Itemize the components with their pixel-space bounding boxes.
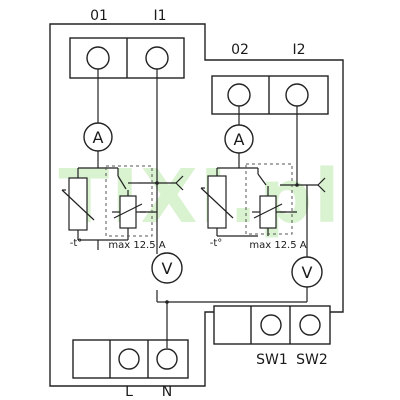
housing-outline: [49, 23, 344, 387]
relay-coil-1: [112, 195, 146, 229]
junction-dot-3: [295, 183, 299, 187]
terminal-label-02: 02: [231, 42, 249, 58]
junction-dot-1: [155, 181, 159, 185]
relay-enclosure-1: [105, 165, 153, 237]
voltmeter-2: [291, 256, 323, 288]
watermark: TIXI.pl: [58, 154, 341, 240]
voltmeter-1-label: V: [162, 259, 173, 278]
terminal-label-n: N: [162, 384, 172, 400]
terminal-screw-sw2: [299, 314, 321, 336]
relay-enclosure-2: [245, 163, 293, 235]
sensor-label-2: -t°: [210, 238, 223, 249]
terminal-block-top-left: [69, 37, 185, 79]
ammeter-1: [83, 122, 113, 152]
ammeter-1-label: A: [93, 128, 104, 147]
relay-label-1: max 12.5 A: [108, 240, 165, 251]
terminal-label-l: L: [125, 384, 133, 400]
sensor-label-1: -t°: [70, 238, 83, 249]
terminal-screw-sw1: [260, 314, 282, 336]
voltmeter-2-label: V: [302, 263, 313, 282]
relay-label-2: max 12.5 A: [249, 240, 306, 251]
relay-coil-2: [252, 195, 286, 229]
ammeter-2: [224, 124, 254, 154]
voltmeter-1: [151, 252, 183, 284]
terminal-screw-n: [156, 348, 178, 370]
thermistor-2: [200, 175, 234, 229]
terminal-label-i1: I1: [153, 8, 166, 24]
terminal-screw-i2: [285, 83, 309, 107]
ammeter-2-label: A: [234, 130, 245, 149]
channel-1-wiring: [77, 69, 307, 348]
junction-dot-2: [165, 300, 169, 304]
terminal-block-top-right: [211, 75, 329, 115]
terminal-label-01: 01: [90, 8, 108, 24]
terminal-block-bottom-left: [72, 339, 189, 379]
terminal-screw-02: [227, 83, 251, 107]
terminal-screw-01: [86, 46, 110, 70]
terminal-screw-i1: [145, 46, 169, 70]
terminal-label-sw1: SW1: [256, 352, 288, 368]
channel-2-wiring: [216, 106, 326, 302]
terminal-screw-l: [118, 348, 140, 370]
terminal-block-bottom-right: [213, 305, 331, 345]
terminal-label-sw2: SW2: [296, 352, 328, 368]
terminal-label-i2: I2: [292, 42, 305, 58]
thermistor-1: [61, 177, 95, 231]
